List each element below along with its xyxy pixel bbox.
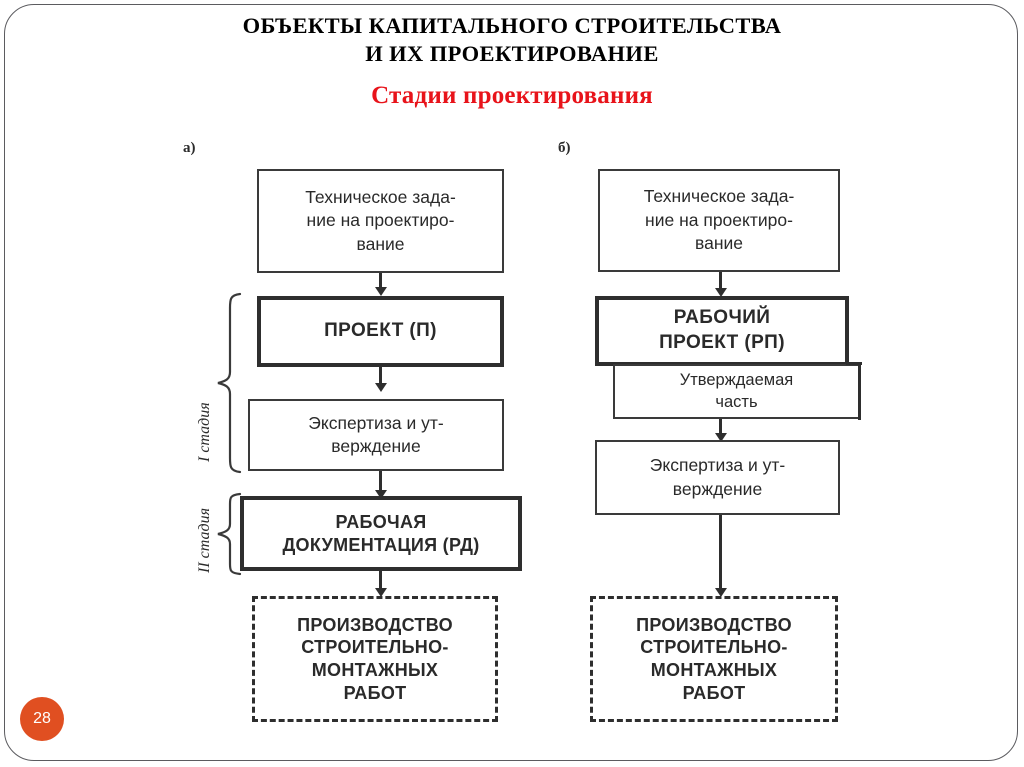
connector-left-project-to-expertise xyxy=(379,367,382,385)
connector-rp-side-vertical xyxy=(858,362,861,420)
arrowhead-left-project-to-expertise xyxy=(374,383,387,392)
box-working-documentation-rd-text: РАБОЧАЯ ДОКУМЕНТАЦИЯ (РД) xyxy=(282,511,480,555)
box-working-documentation-rd: РАБОЧАЯ ДОКУМЕНТАЦИЯ (РД) xyxy=(240,496,522,571)
connector-rp-side-top xyxy=(846,362,862,365)
stage-label-1: I стадия xyxy=(196,402,213,462)
page-number-badge: 28 xyxy=(20,697,64,741)
box-expertise-left-text: Экспертиза и ут- верждение xyxy=(308,412,444,456)
box-technical-assignment-right-text: Техническое зада- ние на проектиро- вани… xyxy=(643,186,795,254)
box-expertise-right: Экспертиза и ут- верждение xyxy=(595,440,840,515)
page-title-line-2: И ИХ ПРОЕКТИРОВАНИЕ xyxy=(365,41,659,67)
box-approved-part: Утверждаемая часть xyxy=(613,364,860,419)
diagram-column-label-b: б) xyxy=(558,140,571,156)
box-expertise-left: Экспертиза и ут- верждение xyxy=(248,399,504,471)
box-construction-works-left: ПРОИЗВОДСТВО СТРОИТЕЛЬНО- МОНТАЖНЫХ РАБО… xyxy=(252,596,498,722)
box-working-project-rp-text: РАБОЧИЙ ПРОЕКТ (РП) xyxy=(659,307,785,353)
box-approved-part-text: Утверждаемая часть xyxy=(679,370,794,411)
box-working-project-rp: РАБОЧИЙ ПРОЕКТ (РП) xyxy=(595,296,849,366)
box-technical-assignment-left: Техническое зада- ние на проектиро- вани… xyxy=(257,169,504,273)
box-project-p-text: ПРОЕКТ (П) xyxy=(324,320,437,342)
box-technical-assignment-right: Техническое зада- ние на проектиро- вани… xyxy=(598,169,840,272)
brace-stage-2 xyxy=(217,492,242,576)
box-project-p: ПРОЕКТ (П) xyxy=(257,296,504,367)
diagram-column-label-a: а) xyxy=(183,140,196,156)
connector-left-rd-to-production xyxy=(379,571,382,591)
connector-right-approved-to-expertise xyxy=(719,419,722,438)
arrowhead-left-tz-to-project xyxy=(374,287,387,296)
stage-label-2: II стадия xyxy=(196,507,213,573)
box-construction-works-right-text: ПРОИЗВОДСТВО СТРОИТЕЛЬНО- МОНТАЖНЫХ РАБО… xyxy=(636,614,792,703)
box-technical-assignment-left-text: Техническое зада- ние на проектиро- вани… xyxy=(305,186,456,254)
box-expertise-right-text: Экспертиза и ут- верждение xyxy=(649,455,786,499)
arrowhead-left-expertise-to-rd xyxy=(374,490,387,499)
page-subtitle: Стадии проектирования xyxy=(371,81,653,109)
brace-stage-1 xyxy=(217,292,242,474)
arrowhead-left-rd-to-production xyxy=(374,588,387,597)
arrowhead-right-tz-to-rp xyxy=(714,288,727,297)
box-construction-works-left-text: ПРОИЗВОДСТВО СТРОИТЕЛЬНО- МОНТАЖНЫХ РАБО… xyxy=(297,614,453,703)
slide-header: ОБЪЕКТЫ КАПИТАЛЬНОГО СТРОИТЕЛЬСТВА И ИХ … xyxy=(0,12,1024,110)
arrowhead-right-expertise-to-production xyxy=(714,588,727,597)
arrowhead-right-approved-to-expertise xyxy=(714,433,727,442)
page-number-text: 28 xyxy=(33,710,51,727)
connector-left-expertise-to-rd xyxy=(379,471,382,493)
connector-right-expertise-to-production xyxy=(719,515,722,591)
connector-right-tz-to-rp xyxy=(719,272,722,290)
connector-left-tz-to-project xyxy=(379,273,382,289)
page-title-line-1: ОБЪЕКТЫ КАПИТАЛЬНОГО СТРОИТЕЛЬСТВА xyxy=(242,13,782,38)
box-construction-works-right: ПРОИЗВОДСТВО СТРОИТЕЛЬНО- МОНТАЖНЫХ РАБО… xyxy=(590,596,838,722)
